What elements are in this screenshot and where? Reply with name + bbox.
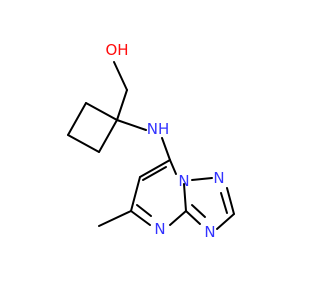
- bond-n3-c3a: [185, 210, 201, 225]
- bond-cyclobutane-1: [98, 119, 118, 153]
- bond-nh-c7: [161, 137, 171, 161]
- bond-cq-nh: [116, 119, 147, 131]
- atom-label-layer: OH NH N N N N: [105, 41, 224, 241]
- bridgehead-nitrogen-label: N: [178, 172, 189, 190]
- bond-n8-n1: [191, 177, 213, 181]
- bond-cyclobutane-4: [85, 102, 118, 121]
- bond-cyclobutane-3: [67, 102, 87, 136]
- bond-cyclobutane-2: [67, 134, 100, 153]
- bond-n1-c2-double: [220, 192, 228, 214]
- bond-c7-c6-double: [142, 166, 167, 181]
- bond-c7-c6: [139, 159, 171, 178]
- bond-o-ch2: [113, 61, 128, 91]
- bond-c6-c5: [130, 176, 141, 212]
- bond-c3a-n8: [183, 183, 187, 212]
- triazole-upper-nitrogen-label: N: [213, 169, 224, 187]
- bond-ch2-cq: [116, 89, 128, 121]
- pyrimidine-nitrogen-label: N: [154, 220, 165, 238]
- amine-label: NH: [147, 120, 170, 138]
- bond-layer: [67, 61, 235, 230]
- bond-c2-n3: [216, 213, 235, 230]
- bond-c5-methyl: [98, 210, 132, 227]
- hydroxyl-label: OH: [105, 41, 128, 59]
- bond-c5-n4-double: [136, 204, 152, 217]
- bond-n3-c3a-double: [191, 204, 206, 218]
- molecule-structure: OH NH N N N N: [67, 41, 235, 241]
- triazole-lower-nitrogen-label: N: [204, 223, 215, 241]
- bond-c5-n4: [130, 210, 151, 226]
- bond-n1-c2: [226, 187, 235, 215]
- bond-n8-c7: [169, 159, 177, 175]
- bond-n4-c3a: [169, 210, 187, 226]
